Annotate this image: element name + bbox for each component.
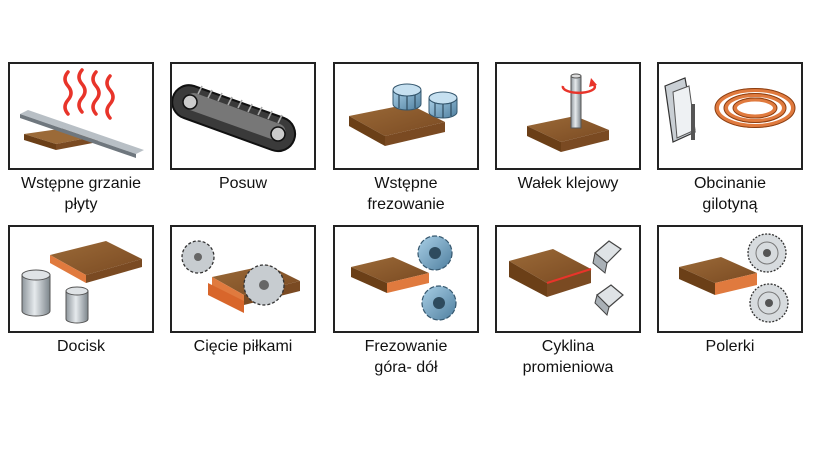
glue-roller-icon — [527, 73, 609, 152]
step-tile — [657, 225, 803, 333]
scraper-blade-bottom — [594, 284, 624, 316]
step-label: Frezowanie góra- dół — [364, 338, 448, 376]
step-tile — [333, 225, 479, 333]
step-label: Obcinanie gilotyną — [693, 175, 767, 213]
pressure-rollers-icon — [21, 241, 142, 324]
step-tile — [657, 62, 803, 170]
step-tile — [8, 62, 154, 170]
step-label: Wałek klejowy — [517, 175, 619, 192]
step-tile — [170, 62, 316, 170]
roller-right — [65, 286, 89, 324]
circular-saws-icon — [181, 240, 300, 313]
step-tile — [495, 225, 641, 333]
saw-blade-left — [181, 240, 215, 274]
polishing-wheel-top — [747, 233, 787, 273]
roller-left — [21, 269, 51, 317]
cutter-left — [392, 83, 422, 111]
saw-blade-right — [243, 264, 285, 306]
scraper-blade-top — [592, 240, 622, 274]
radius-scraper-icon — [509, 240, 624, 316]
step-label: Polerki — [705, 338, 755, 355]
step-label: Docisk — [56, 338, 105, 355]
step-label: Wstępne grzanie płyty — [20, 175, 142, 213]
conveyor-belt-icon — [172, 84, 297, 153]
step-label: Posuw — [218, 175, 268, 192]
step-label: Wstępne frezowanie — [367, 175, 445, 213]
step-label: Cyklina promieniowa — [522, 338, 614, 376]
top-bottom-milling-icon — [351, 235, 457, 321]
cutter-top — [417, 235, 453, 271]
step-tile — [495, 62, 641, 170]
milling-cutters-icon — [349, 83, 458, 146]
cutter-bottom — [421, 285, 457, 321]
step-label: Cięcie piłkami — [193, 338, 293, 355]
step-tile — [333, 62, 479, 170]
cutter-right — [428, 91, 458, 119]
step-tile — [8, 225, 154, 333]
polishing-wheel-bottom — [749, 283, 789, 323]
step-tile — [170, 225, 316, 333]
polishing-wheels-icon — [679, 233, 789, 323]
guillotine-icon — [664, 77, 796, 143]
heater-icon — [20, 68, 144, 158]
